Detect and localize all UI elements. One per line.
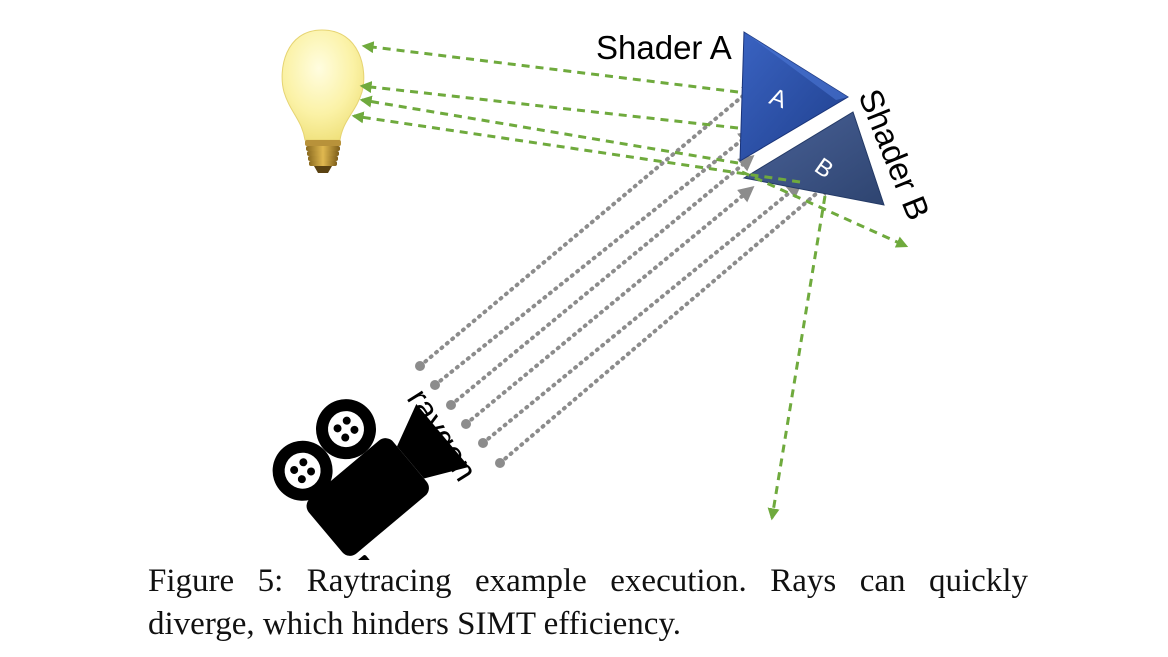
raytracing-diagram: A B Shader A Shader B raygen xyxy=(272,29,937,560)
primary-ray xyxy=(418,82,759,368)
primary-ray xyxy=(464,185,755,426)
triangle-shader-a: A xyxy=(739,31,849,162)
triangle-shader-b: B xyxy=(742,111,885,206)
shadow-ray xyxy=(361,41,739,94)
movie-camera-icon xyxy=(272,399,470,560)
label-shader-a: Shader A xyxy=(596,29,732,66)
shadow-ray xyxy=(351,111,801,184)
primary-ray xyxy=(449,154,755,407)
shadow-ray xyxy=(359,95,739,165)
secondary-rays xyxy=(351,41,909,521)
primary-ray xyxy=(498,179,833,465)
reflected-ray xyxy=(741,170,909,248)
light-bulb-icon xyxy=(281,29,365,173)
reflected-ray xyxy=(767,195,827,521)
primary-ray xyxy=(433,130,755,387)
shadow-ray xyxy=(359,81,739,130)
figure-caption: Figure 5: Raytracing example execution. … xyxy=(148,563,1028,642)
primary-ray xyxy=(481,181,803,445)
primary-rays xyxy=(415,82,833,468)
